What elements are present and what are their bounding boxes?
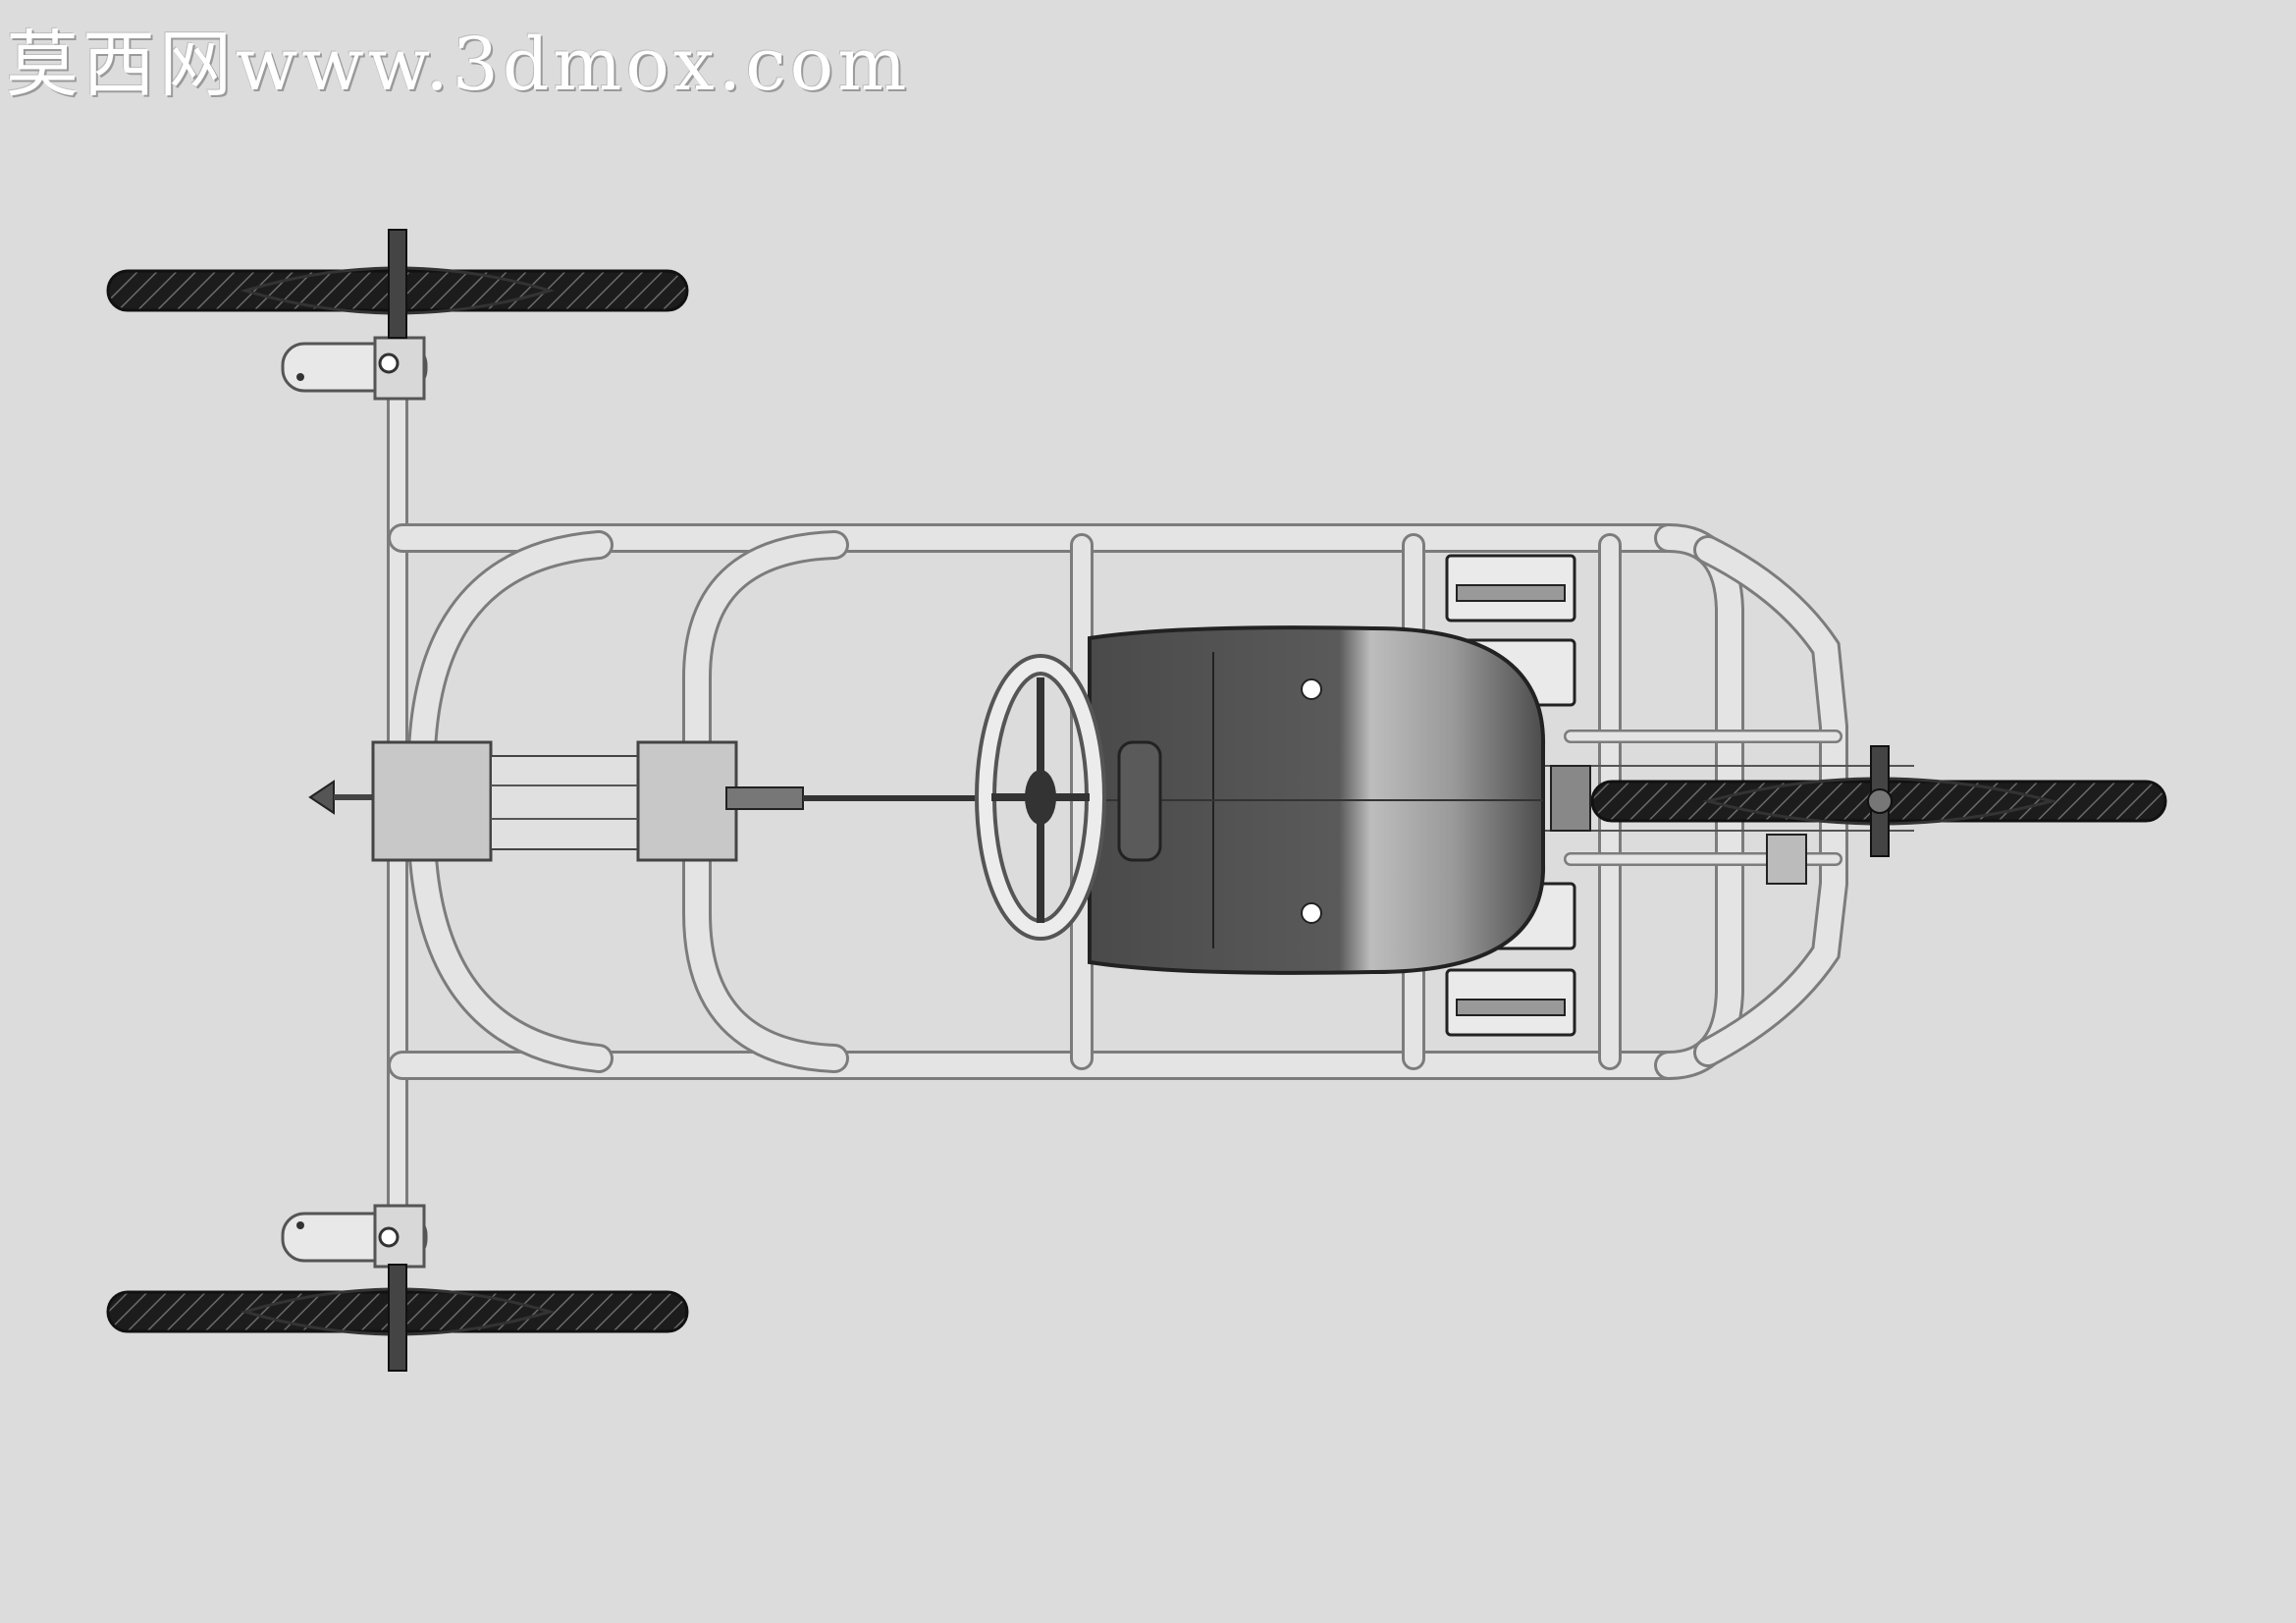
steering-rack <box>308 740 1031 862</box>
front-left-spindle <box>281 336 428 401</box>
steering-wheel-icon <box>975 654 1106 941</box>
rear-wheel-icon <box>1590 745 2167 857</box>
watermark-text: 莫西网www.3dmox.com <box>6 23 911 107</box>
front-right-wheel-icon <box>106 1264 689 1372</box>
front-left-wheel-icon <box>106 229 689 339</box>
front-right-spindle <box>281 1204 428 1269</box>
seat-icon <box>1088 625 1546 975</box>
rear-drive-unit <box>1550 765 1807 885</box>
